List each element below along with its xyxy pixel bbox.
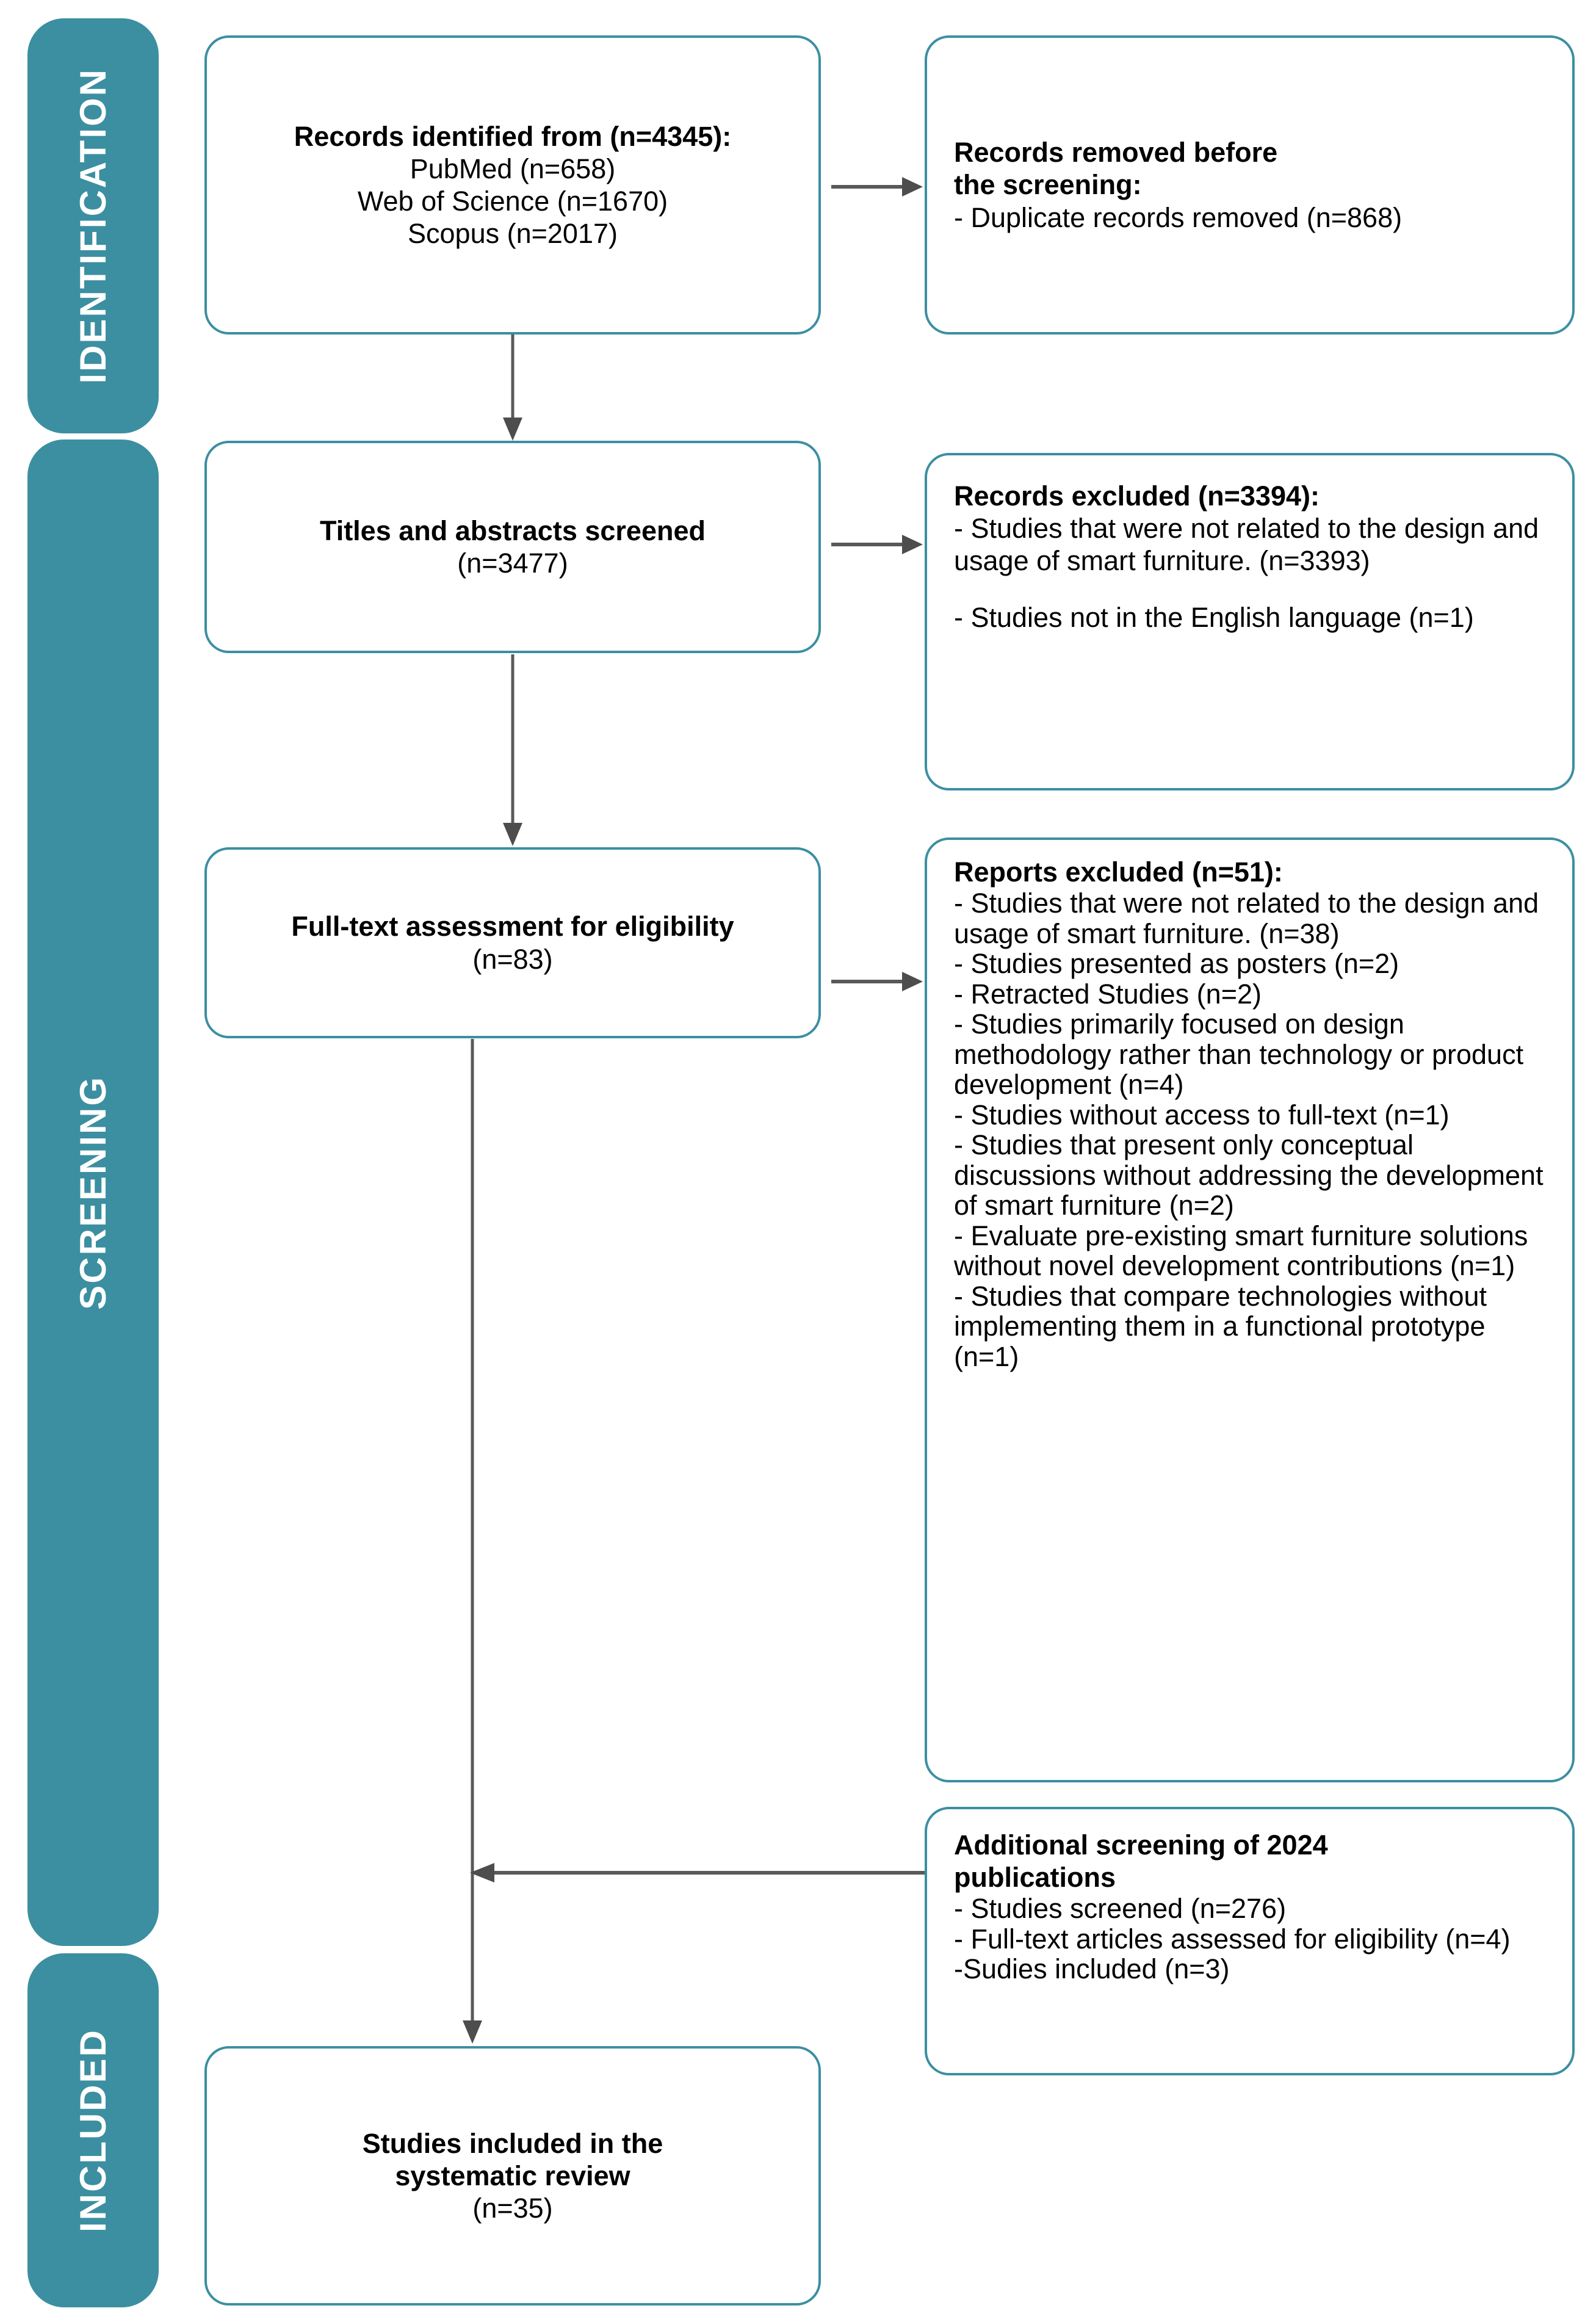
box-titles-abstracts-title: Titles and abstracts screened: [320, 515, 706, 546]
box-records-identified-title: Records identified from (n=4345):: [294, 120, 732, 152]
connector-additional-screening-to-spine: [461, 1858, 928, 1887]
box-full-text-assessment-title: Full-text assessment for eligibility: [291, 911, 734, 942]
connector-fulltext-to-included: [458, 1039, 487, 2045]
box-records-excluded-item-1: - Studies that were not related to the d…: [954, 513, 1539, 577]
box-records-excluded-spacer: [954, 577, 1554, 601]
box-reports-excluded-item-3: - Retracted Studies (n=2): [954, 978, 1262, 1010]
box-records-identified[interactable]: Records identified from (n=4345): PubMed…: [204, 35, 821, 335]
box-reports-excluded-item-2: - Studies presented as posters (n=2): [954, 948, 1399, 980]
stage-bar-screening: SCREENING: [27, 439, 159, 1946]
box-records-identified-line-3: Scopus (n=2017): [408, 218, 618, 250]
box-records-identified-line-2: Web of Science (n=1670): [357, 186, 668, 217]
box-records-excluded[interactable]: Records excluded (n=3394): - Studies tha…: [925, 453, 1575, 790]
box-reports-excluded-item-6: - Studies that present only conceptual d…: [954, 1129, 1544, 1221]
stage-label-included: INCLUDED: [72, 2028, 114, 2232]
connector-titles-to-fulltext: [498, 654, 527, 847]
box-studies-included[interactable]: Studies included in the systematic revie…: [204, 2046, 821, 2306]
box-reports-excluded-item-1: - Studies that were not related to the d…: [954, 888, 1539, 949]
box-records-removed-item-1: - Duplicate records removed (n=868): [954, 201, 1403, 233]
connector-fulltext-to-reports-excluded: [830, 967, 928, 996]
connector-titles-to-records-excluded: [830, 530, 928, 559]
connector-identified-to-removed: [830, 172, 928, 201]
box-additional-screening-item-3: -Sudies included (n=3): [954, 1953, 1230, 1985]
box-additional-screening-item-2: - Full-text articles assessed for eligib…: [954, 1923, 1511, 1955]
box-reports-excluded-item-5: - Studies without access to full-text (n…: [954, 1099, 1450, 1130]
box-titles-abstracts-count: (n=3477): [457, 548, 568, 579]
box-records-excluded-title: Records excluded (n=3394):: [954, 480, 1320, 512]
box-titles-abstracts-screened[interactable]: Titles and abstracts screened (n=3477): [204, 441, 821, 653]
stage-label-identification: IDENTIFICATION: [72, 68, 114, 384]
box-additional-screening[interactable]: Additional screening of 2024 publication…: [925, 1807, 1575, 2075]
box-studies-included-title-line1: Studies included in the: [362, 2127, 663, 2159]
box-records-removed-title-line1: Records removed before: [954, 137, 1278, 168]
box-studies-included-title-line2: systematic review: [395, 2160, 630, 2191]
stage-label-screening: SCREENING: [72, 1076, 114, 1310]
stage-bar-included: INCLUDED: [27, 1953, 159, 2307]
box-reports-excluded-item-4: - Studies primarily focused on design me…: [954, 1008, 1524, 1101]
box-additional-screening-title-line2: publications: [954, 1862, 1116, 1893]
box-records-excluded-item-2: - Studies not in the English language (n…: [954, 602, 1474, 634]
box-full-text-assessment[interactable]: Full-text assessment for eligibility (n=…: [204, 847, 821, 1038]
stage-bar-identification: IDENTIFICATION: [27, 18, 159, 433]
box-reports-excluded-item-7: - Evaluate pre-existing smart furniture …: [954, 1220, 1528, 1282]
box-additional-screening-title-line1: Additional screening of 2024: [954, 1829, 1328, 1861]
box-records-removed[interactable]: Records removed before the screening: - …: [925, 35, 1575, 335]
box-studies-included-count: (n=35): [472, 2193, 553, 2224]
box-full-text-assessment-count: (n=83): [472, 943, 553, 975]
box-reports-excluded-item-8: - Studies that compare technologies with…: [954, 1280, 1487, 1372]
connector-identified-to-titles: [498, 335, 527, 442]
box-reports-excluded[interactable]: Reports excluded (n=51): - Studies that …: [925, 837, 1575, 1782]
box-records-removed-title-line2: the screening:: [954, 169, 1142, 201]
box-records-identified-line-1: PubMed (n=658): [410, 153, 616, 184]
box-reports-excluded-title: Reports excluded (n=51):: [954, 856, 1283, 888]
box-additional-screening-item-1: - Studies screened (n=276): [954, 1893, 1287, 1925]
